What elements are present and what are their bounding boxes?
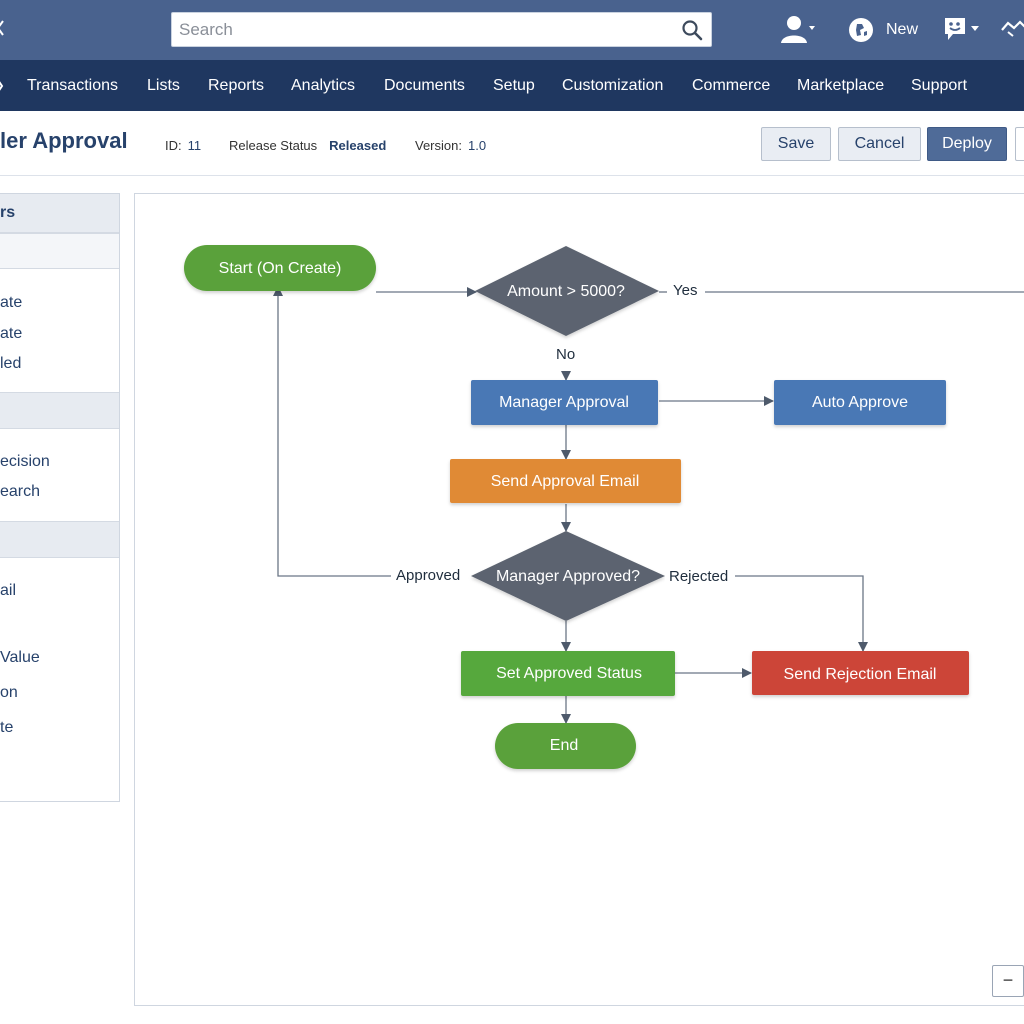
deploy-button[interactable]: Deploy bbox=[927, 127, 1007, 161]
nav-customization[interactable]: Customization bbox=[562, 77, 664, 94]
id-value: 11 bbox=[187, 138, 202, 153]
nav-support[interactable]: Support bbox=[911, 77, 968, 94]
node-label-start: Start (On Create) bbox=[219, 260, 342, 277]
zoom-out-button[interactable]: − bbox=[992, 965, 1024, 997]
cancel-button[interactable]: Cancel bbox=[838, 127, 921, 161]
palette-subheader[interactable] bbox=[0, 233, 119, 269]
release-label: Release Status bbox=[229, 138, 318, 153]
workflow-node-set-status[interactable] bbox=[461, 651, 675, 696]
user-icon[interactable] bbox=[780, 14, 818, 44]
workflow-node-auto-approve[interactable] bbox=[774, 380, 946, 425]
palette-item[interactable]: ecision bbox=[0, 453, 50, 470]
palette-item[interactable]: on bbox=[0, 684, 18, 701]
workflow-node-manager-approval[interactable] bbox=[471, 380, 658, 425]
palette-item[interactable]: ate bbox=[0, 325, 23, 342]
release-status: Release Status Released bbox=[229, 138, 386, 153]
palette-item[interactable]: ail bbox=[0, 582, 17, 599]
workflow-node-start[interactable] bbox=[184, 245, 376, 291]
release-value: Released bbox=[329, 138, 387, 153]
chevron-left-icon bbox=[0, 20, 4, 36]
workflow-diagram: Start (On Create) Amount > 5000? Manager… bbox=[184, 245, 1024, 769]
node-label-manager-approved: Manager Approved? bbox=[496, 568, 640, 585]
palette-section-header[interactable] bbox=[0, 392, 119, 429]
palette-item[interactable]: earch bbox=[0, 483, 41, 500]
search-input[interactable] bbox=[172, 13, 672, 46]
palette-item[interactable]: led bbox=[0, 355, 22, 372]
workflow-decision-manager-approved[interactable] bbox=[471, 531, 665, 621]
edge-label-approved: Approved bbox=[396, 567, 460, 584]
globe-icon bbox=[849, 18, 873, 42]
header-divider bbox=[0, 175, 1024, 176]
node-label-manager-approval: Manager Approval bbox=[499, 394, 629, 411]
help-chat-icon[interactable] bbox=[943, 16, 983, 44]
node-label-end: End bbox=[550, 737, 578, 754]
element-palette: rs ate ate led ecision earch ail Value o… bbox=[0, 193, 120, 802]
connector-approved-loop bbox=[273, 286, 462, 577]
id-label: ID: bbox=[165, 138, 182, 153]
workflow-node-send-email[interactable] bbox=[450, 459, 681, 503]
new-label: New bbox=[886, 21, 919, 38]
workflow-canvas[interactable]: Start (On Create) Amount > 5000? Manager… bbox=[134, 193, 1024, 1006]
palette-item[interactable]: Value bbox=[0, 649, 40, 666]
edge-label-no: No bbox=[556, 346, 575, 363]
nav-transactions[interactable]: Transactions bbox=[27, 77, 118, 94]
nav-commerce[interactable]: Commerce bbox=[692, 77, 771, 94]
global-search bbox=[171, 12, 712, 47]
palette-section-header[interactable]: rs bbox=[0, 194, 119, 233]
palette-item[interactable]: ate bbox=[0, 294, 23, 311]
palette-section-header[interactable] bbox=[0, 521, 119, 558]
nav-marketplace[interactable]: Marketplace bbox=[797, 77, 885, 94]
nav-lists[interactable]: Lists bbox=[147, 77, 180, 94]
palette-item[interactable]: te bbox=[0, 719, 14, 736]
main-nav: Transactions Lists Reports Analytics Doc… bbox=[0, 60, 1024, 111]
version: Version: 1.0 bbox=[415, 138, 486, 153]
version-label: Version: bbox=[415, 138, 462, 153]
connector-rejected bbox=[735, 575, 868, 652]
nav-documents[interactable]: Documents bbox=[384, 77, 465, 94]
workflow-node-rejection-email[interactable] bbox=[752, 651, 969, 695]
search-icon[interactable] bbox=[681, 19, 703, 41]
node-label-amount: Amount > 5000? bbox=[507, 283, 625, 300]
nav-overflow-icon[interactable] bbox=[0, 79, 4, 93]
workflow-node-end[interactable] bbox=[495, 723, 636, 769]
nav-reports[interactable]: Reports bbox=[208, 77, 265, 94]
version-value: 1.0 bbox=[467, 138, 487, 153]
more-actions-button[interactable] bbox=[1015, 127, 1024, 161]
top-bar: New bbox=[0, 0, 1024, 60]
save-button[interactable]: Save bbox=[761, 127, 831, 161]
page-title: ler Approval bbox=[0, 128, 128, 153]
node-label-set-status: Set Approved Status bbox=[496, 665, 642, 682]
nav-analytics[interactable]: Analytics bbox=[291, 77, 356, 94]
workflow-decision-amount[interactable] bbox=[475, 246, 659, 336]
node-label-auto-approve: Auto Approve bbox=[812, 394, 908, 411]
new-menu[interactable]: New bbox=[848, 14, 918, 46]
edge-label-rejected: Rejected bbox=[669, 568, 728, 585]
nav-setup[interactable]: Setup bbox=[493, 77, 535, 94]
node-label-send-email: Send Approval Email bbox=[491, 473, 640, 490]
handshake-icon[interactable] bbox=[1000, 18, 1024, 40]
record-id: ID: 11 bbox=[165, 138, 201, 153]
node-label-rejection-email: Send Rejection Email bbox=[784, 666, 937, 683]
edge-label-yes: Yes bbox=[673, 282, 697, 299]
